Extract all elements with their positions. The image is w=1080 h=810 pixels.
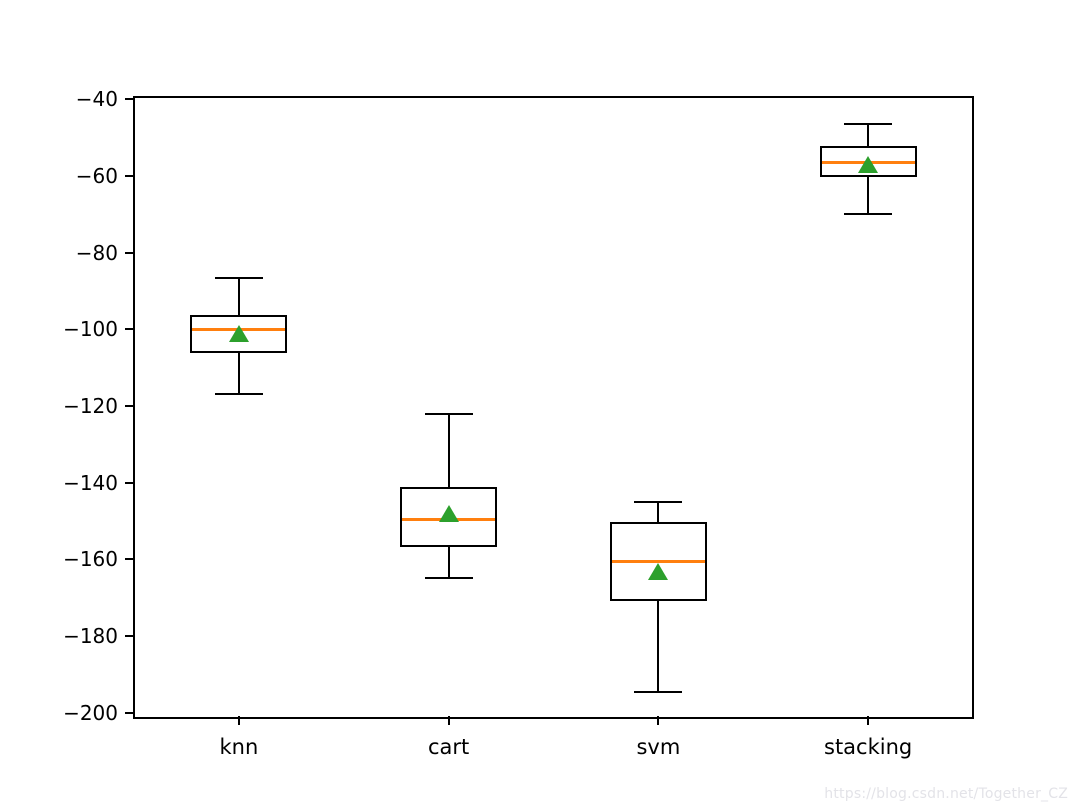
y-tick-mark xyxy=(125,481,134,484)
cap-upper-svm xyxy=(634,500,683,503)
x-tick-mark xyxy=(657,716,660,725)
y-tick-mark xyxy=(125,404,134,407)
x-tick-mark xyxy=(237,716,240,725)
x-tick-label-knn: knn xyxy=(219,735,259,759)
cap-upper-cart xyxy=(424,412,473,415)
whisker-lower-svm xyxy=(657,599,660,692)
y-tick-mark xyxy=(125,634,134,637)
cap-lower-stacking xyxy=(844,213,893,216)
whisker-upper-stacking xyxy=(867,124,870,148)
y-tick-label: −100 xyxy=(63,317,118,342)
x-tick-mark xyxy=(447,716,450,725)
x-tick-mark xyxy=(867,716,870,725)
y-tick-mark xyxy=(125,711,134,714)
y-tick-label: −60 xyxy=(75,163,118,188)
mean-marker-cart xyxy=(438,505,459,523)
whisker-upper-svm xyxy=(657,501,660,523)
whisker-lower-cart xyxy=(447,545,450,579)
y-tick-label: −80 xyxy=(75,240,118,265)
mean-marker-stacking xyxy=(858,156,879,174)
y-tick-label: −120 xyxy=(63,393,118,418)
watermark-text: https://blog.csdn.net/Together_CZ xyxy=(824,786,1068,802)
y-tick-mark xyxy=(125,328,134,331)
x-tick-label-cart: cart xyxy=(427,735,470,759)
mean-marker-svm xyxy=(648,562,669,580)
y-tick-label: −180 xyxy=(63,623,118,648)
cap-lower-cart xyxy=(424,577,473,580)
cap-upper-knn xyxy=(214,276,263,279)
y-tick-mark xyxy=(125,251,134,254)
y-tick-mark xyxy=(125,558,134,561)
cap-upper-stacking xyxy=(844,123,893,126)
x-tick-label-stacking: stacking xyxy=(824,735,913,759)
whisker-lower-stacking xyxy=(867,175,870,215)
mean-marker-knn xyxy=(228,325,249,343)
whisker-lower-knn xyxy=(237,352,240,395)
cap-lower-knn xyxy=(214,393,263,396)
y-tick-label: −200 xyxy=(63,700,118,725)
y-tick-label: −40 xyxy=(75,87,118,112)
y-tick-label: −160 xyxy=(63,547,118,572)
median-line-svm xyxy=(611,559,705,563)
x-tick-label-svm: svm xyxy=(636,735,681,759)
y-tick-mark xyxy=(125,98,134,101)
cap-lower-svm xyxy=(634,690,683,693)
y-tick-mark xyxy=(125,174,134,177)
plot-area xyxy=(133,96,974,719)
y-tick-label: −140 xyxy=(63,470,118,495)
whisker-upper-knn xyxy=(237,277,240,316)
whisker-upper-cart xyxy=(447,413,450,489)
